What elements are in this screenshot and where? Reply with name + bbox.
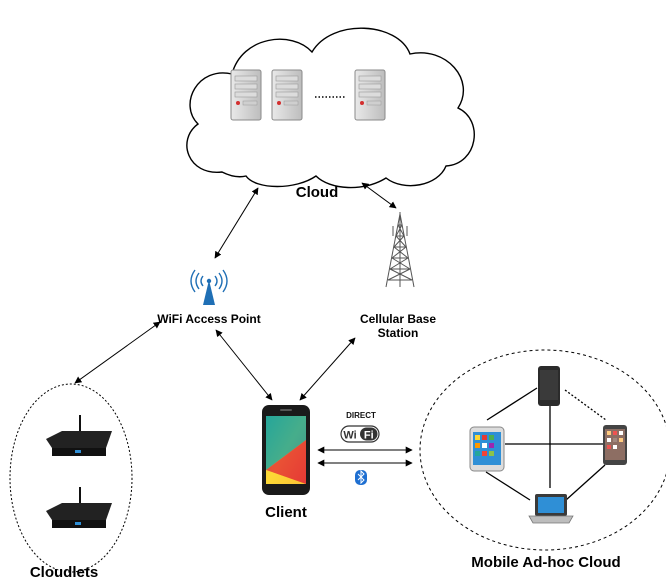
cloud-shape <box>186 27 475 189</box>
tablet-icon <box>469 426 505 472</box>
server-group <box>230 69 386 121</box>
mobile-adhoc-boundary <box>419 349 666 551</box>
mobile-adhoc-label: Mobile Ad-hoc Cloud <box>471 554 620 571</box>
smartphone-icon <box>603 425 627 465</box>
cell-tower-icon <box>385 212 415 288</box>
wifi-direct-badge: DIRECT Wi Fi <box>340 411 380 443</box>
smartphone-icon <box>262 405 310 495</box>
cloudlets-label: Cloudlets <box>30 564 98 580</box>
bluetooth-icon <box>355 469 367 485</box>
smartphone-icon <box>538 366 560 406</box>
cloudlets-boundary <box>9 383 133 573</box>
wifi-direct-wi: Wi <box>343 430 356 442</box>
server-icon <box>354 69 386 121</box>
arrow-wifi-client <box>215 329 273 401</box>
client-label: Client <box>265 504 307 521</box>
arrow-cloud-wifi <box>214 187 259 259</box>
cellular-label-line2: Station <box>378 326 419 340</box>
wifi-direct-top-text: DIRECT <box>346 411 376 420</box>
wifi-antenna-icon <box>190 269 228 305</box>
router-box-icon <box>46 415 112 456</box>
wifi-access-point-label: WiFi Access Point <box>157 312 260 326</box>
arrow-cell-client <box>299 337 356 401</box>
arrow-wifi-cloudlets <box>74 321 161 384</box>
adhoc-links <box>485 387 607 501</box>
wifi-direct-fi: Fi <box>364 430 374 442</box>
arrow-cloud-cell <box>361 182 397 209</box>
cellular-label-line1: Cellular Base <box>360 312 436 326</box>
cloud-label: Cloud <box>296 184 339 201</box>
router-box-icon <box>46 487 112 528</box>
server-icon <box>271 69 303 121</box>
server-icon <box>230 69 262 121</box>
laptop-icon <box>528 494 574 524</box>
